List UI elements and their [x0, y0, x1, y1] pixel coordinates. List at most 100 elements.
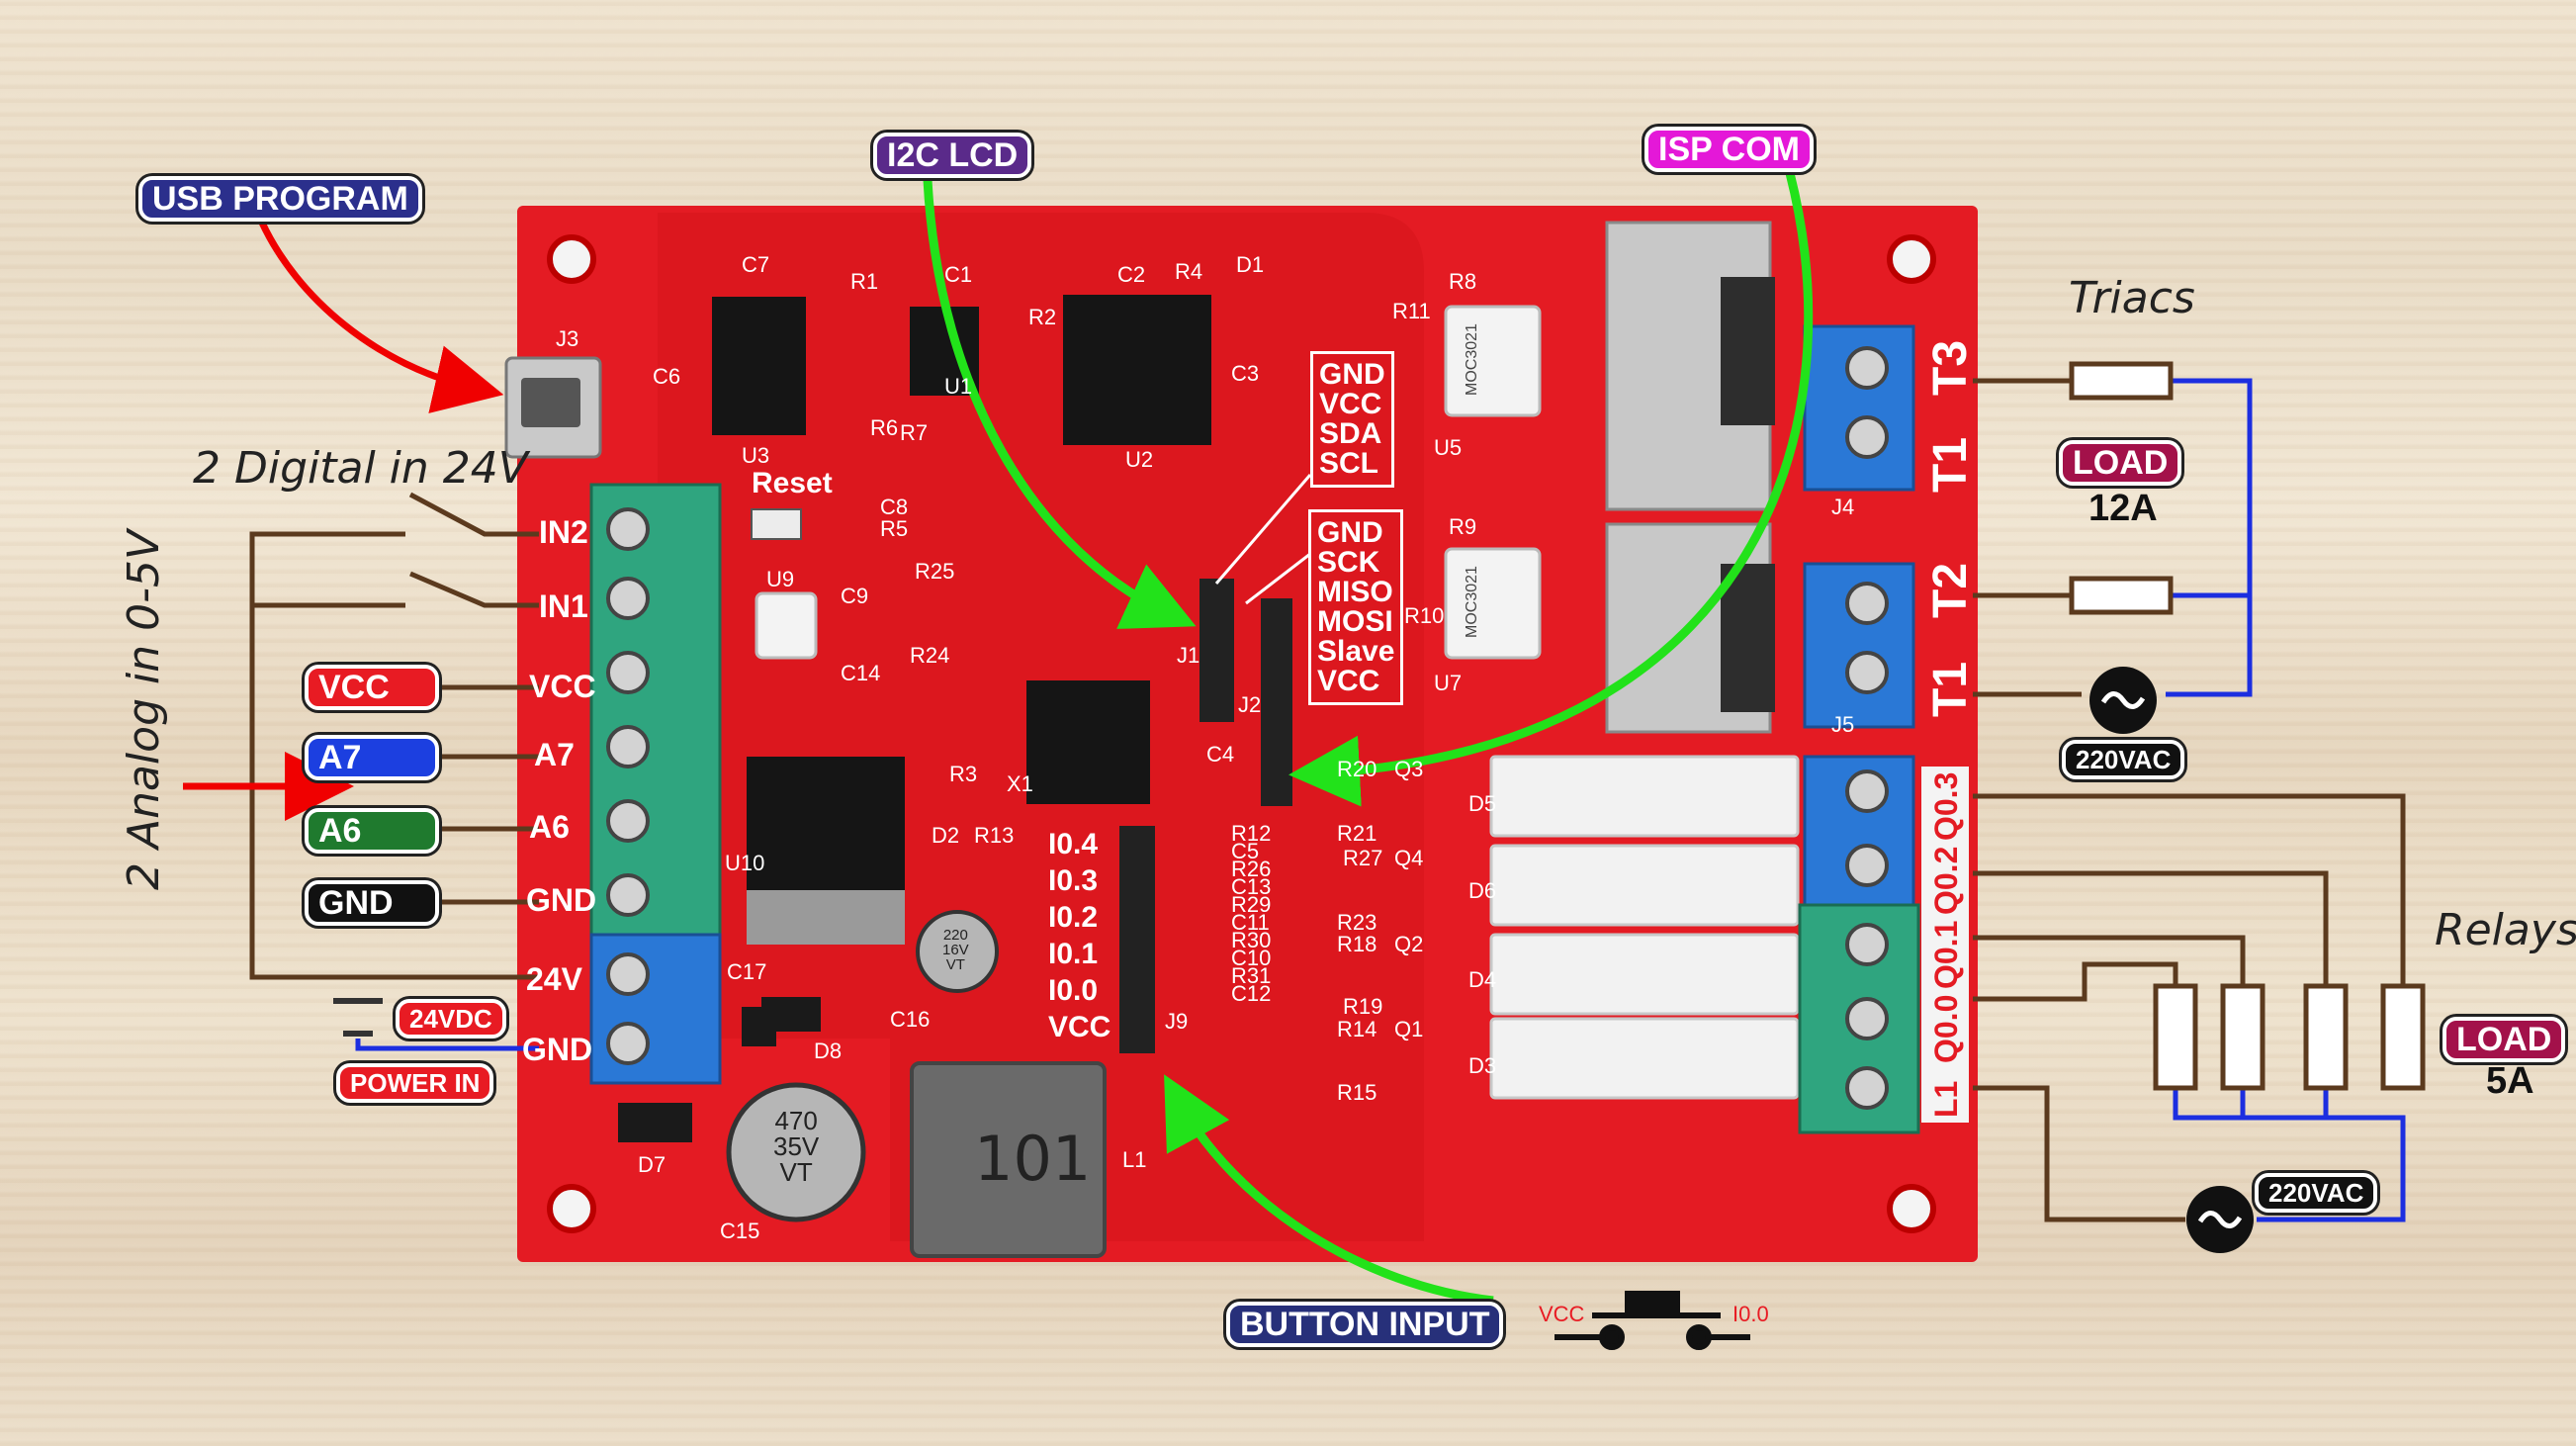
- ref-u1: U1: [944, 374, 973, 399]
- ref-c10: C10: [1231, 946, 1272, 970]
- ref-j9: J9: [1165, 1009, 1189, 1034]
- ac-source-relay: [2186, 1186, 2254, 1253]
- ref-r2: R2: [1028, 305, 1057, 329]
- ref-u2: U2: [1125, 447, 1154, 472]
- power-in-label: POWER IN: [336, 1063, 494, 1103]
- ref-d2: D2: [932, 823, 960, 848]
- vdc-label: 24VDC: [396, 999, 506, 1039]
- terminal-label-vcc: VCC: [529, 669, 596, 704]
- ref-u7: U7: [1434, 671, 1463, 695]
- relay-term-q01: Q0.1: [1928, 920, 1964, 989]
- ref-d3: D3: [1468, 1053, 1497, 1078]
- a6-label: A6: [305, 808, 439, 854]
- ref-r19: R19: [1343, 994, 1383, 1019]
- ref-j5: J5: [1831, 712, 1855, 737]
- terminal-label-gnd: GND: [526, 882, 597, 918]
- ref-r11: R11: [1392, 299, 1431, 323]
- terminal-screws-right: [1845, 346, 1889, 1110]
- opto-marking-u7: MOC3021: [1464, 566, 1480, 638]
- relays: [1489, 755, 1800, 1100]
- usb-connector: [504, 356, 602, 459]
- isp-pin-gnd: GND: [1317, 516, 1383, 549]
- ref-r21: R21: [1337, 821, 1377, 846]
- ref-u10: U10: [725, 851, 765, 875]
- i2c-pin-sda: SDA: [1319, 417, 1382, 450]
- ref-r3: R3: [949, 762, 978, 786]
- ref-c17: C17: [727, 959, 767, 984]
- terminal-label-24v: 24V: [526, 961, 582, 997]
- terminal-label-in1: IN1: [539, 588, 588, 624]
- terminal-screws-left: [606, 507, 650, 1065]
- power-wiring: [333, 998, 539, 1051]
- io-pin-i04: I0.4: [1048, 828, 1099, 860]
- terminal-block-left: [589, 483, 722, 1085]
- ref-r4: R4: [1175, 259, 1203, 284]
- vac-relay-label: 220VAC: [2255, 1173, 2378, 1213]
- triac-term-t2: T2: [1924, 562, 1977, 618]
- ref-c8: C8: [880, 495, 909, 519]
- ref-c11: C11: [1231, 910, 1270, 935]
- large-cap-voltage: 35V: [773, 1131, 820, 1161]
- ref-r13: R13: [974, 823, 1015, 848]
- ref-d1: D1: [1236, 252, 1265, 277]
- triac-term-t3: T3: [1924, 339, 1977, 396]
- relay-wiring: [1973, 793, 2426, 1222]
- ref-r6: R6: [870, 415, 899, 440]
- ref-c16: C16: [890, 1007, 931, 1032]
- io-pin-i02: I0.2: [1048, 901, 1099, 934]
- terminal-label-a7: A7: [534, 737, 575, 772]
- small-cap-value: 220: [942, 927, 968, 944]
- io-pin-i00: I0.0: [1048, 974, 1099, 1007]
- load-12a-tag: LOAD: [2059, 440, 2182, 486]
- vac-triac-label: 220VAC: [2062, 740, 2185, 779]
- ref-c1: C1: [944, 262, 973, 287]
- relay-term-q00: Q0.0: [1928, 994, 1964, 1063]
- a7-label: A7: [305, 735, 439, 780]
- i2c-pin-scl: SCL: [1319, 447, 1378, 480]
- ref-u3: U3: [742, 443, 770, 468]
- ref-r5: R5: [880, 516, 909, 541]
- io-pin-labels: I0.4 I0.3 I0.2 I0.1 I0.0 VCC: [1048, 826, 1110, 1045]
- ref-r8: R8: [1449, 269, 1477, 294]
- load-5a-tag: LOAD: [2443, 1017, 2566, 1062]
- pin-headers: [1119, 579, 1292, 1053]
- ref-c9: C9: [841, 584, 869, 608]
- heatsinks: [1605, 221, 1775, 734]
- i2c-pin-vcc: VCC: [1319, 388, 1382, 420]
- ref-d5: D5: [1468, 791, 1497, 816]
- ref-c5: C5: [1231, 839, 1260, 863]
- left-wiring: [249, 492, 539, 980]
- ref-r31: R31: [1231, 963, 1272, 988]
- silkscreen-leaders: [1214, 474, 1312, 605]
- analog-in-annotation: 2 Analog in 0-5V: [119, 529, 169, 890]
- button-io-label: I0.0: [1732, 1302, 1769, 1326]
- load-12a-value: 12A: [2088, 488, 2158, 529]
- ref-q4: Q4: [1394, 846, 1424, 870]
- vcc-label: VCC: [305, 665, 439, 710]
- usb-program-label: USB PROGRAM: [138, 176, 422, 222]
- ref-r24: R24: [910, 643, 950, 668]
- ac-source-triac: [2089, 667, 2157, 734]
- relay-label-strip: [1921, 767, 1969, 1123]
- opto-marking-u5: MOC3021: [1464, 323, 1480, 396]
- ref-u9: U9: [766, 567, 795, 591]
- ref-c13: C13: [1231, 874, 1272, 899]
- red-arrows: [183, 221, 504, 821]
- large-cap-code: VT: [779, 1157, 813, 1187]
- inductor-and-caps: [618, 508, 1107, 1258]
- isp-pin-slave: Slave: [1317, 635, 1395, 668]
- small-cap-code: VT: [945, 956, 965, 973]
- ref-d8: D8: [814, 1039, 843, 1063]
- ref-d7: D7: [638, 1152, 666, 1177]
- isp-pin-sck: SCK: [1317, 546, 1380, 579]
- io-pin-i01: I0.1: [1048, 938, 1099, 970]
- i2c-lcd-label: I2C LCD: [873, 133, 1032, 178]
- large-cap-marking: 470 35V VT: [773, 1108, 819, 1185]
- ref-r12: R12: [1231, 821, 1272, 846]
- ref-j3: J3: [556, 326, 579, 351]
- ref-c14: C14: [841, 661, 881, 685]
- optocouplers: [755, 305, 1542, 660]
- isp-pin-labels: GND SCK MISO MOSI Slave VCC: [1308, 509, 1404, 705]
- isp-pin-vcc: VCC: [1317, 665, 1380, 697]
- ref-j4: J4: [1831, 495, 1855, 519]
